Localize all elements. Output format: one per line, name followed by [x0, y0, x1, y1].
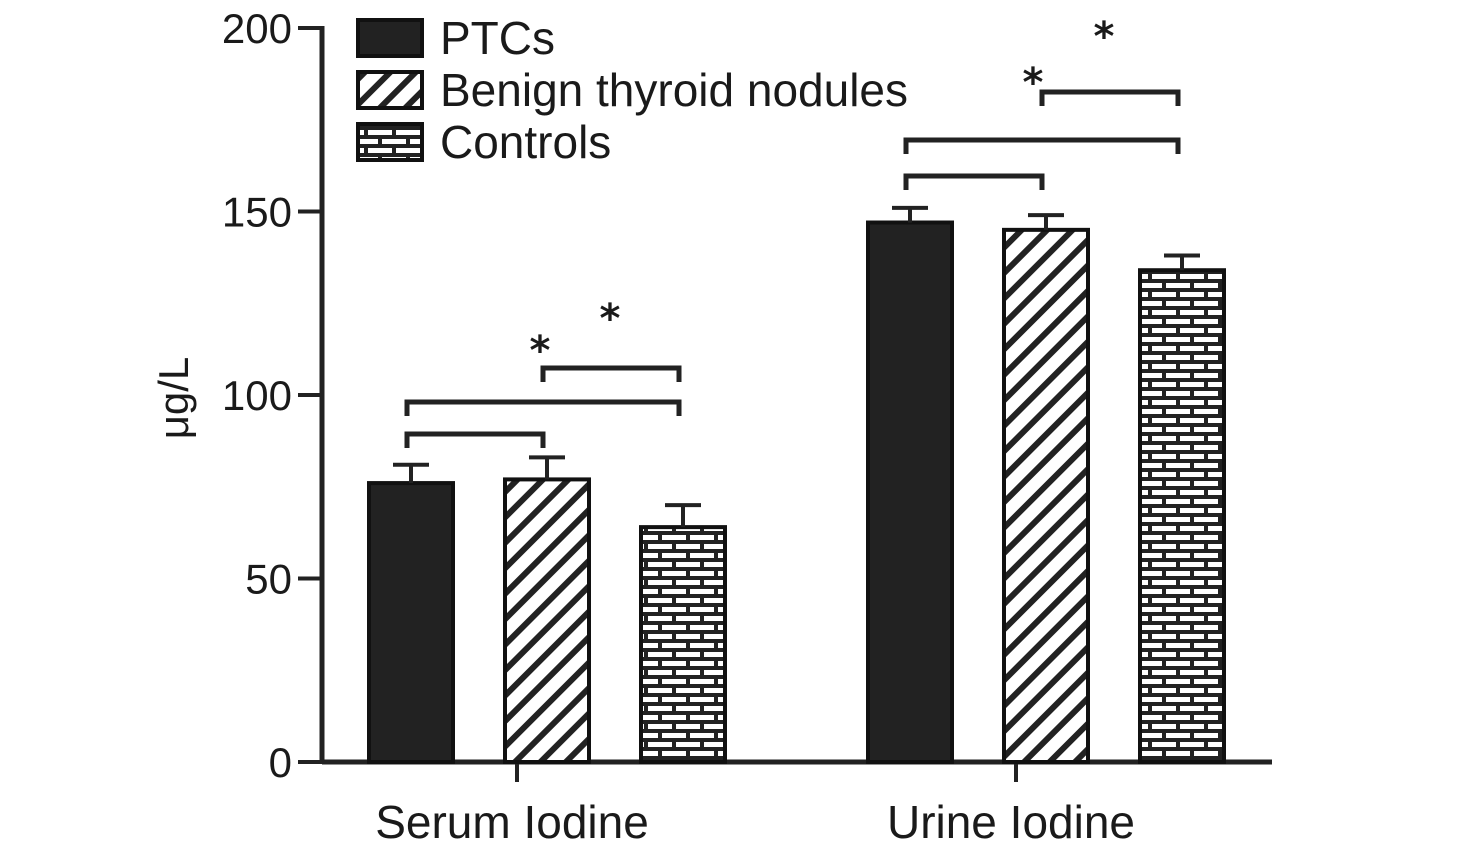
legend-swatch-3: [356, 122, 424, 162]
significance-star: *: [1094, 14, 1115, 60]
y-tick-label: 100: [222, 372, 292, 419]
significance-star: *: [530, 328, 551, 374]
y-tick-label: 150: [222, 189, 292, 236]
significance-star: *: [600, 296, 621, 342]
y-tick-label: 50: [245, 556, 292, 603]
y-tick-label: 200: [222, 5, 292, 52]
significance-bracket: [903, 173, 1045, 190]
bar-1-1: [367, 481, 455, 764]
bar-1-2: [866, 220, 954, 764]
x-axis: Serum Iodine Urine Iodine: [322, 759, 1272, 848]
bar-3-2: [1138, 268, 1226, 764]
bar-2-2: [1002, 227, 1090, 765]
y-tick-label: 0: [269, 739, 292, 786]
legend-swatch-1: [356, 18, 424, 58]
y-axis: 0 50 100 150 200: [222, 5, 325, 786]
significance-bracket: [903, 137, 1181, 154]
significance-star: *: [1023, 60, 1044, 106]
bar-3-1: [639, 525, 727, 764]
significance-bracket: [540, 365, 682, 382]
significance-bracket: [1039, 89, 1181, 106]
bar-group: [367, 205, 1226, 765]
x-category-label: Serum Iodine: [375, 796, 649, 848]
bar-2-1: [503, 477, 591, 764]
legend-label-3: Controls: [440, 116, 611, 168]
legend-label-1: PTCs: [440, 12, 555, 64]
y-axis-label: μg/L: [150, 357, 197, 440]
legend-swatch-2: [356, 70, 424, 110]
x-category-label: Urine Iodine: [887, 796, 1135, 848]
significance-bracket: [404, 431, 546, 448]
legend-label-2: Benign thyroid nodules: [440, 64, 908, 116]
significance-bracket: [404, 399, 682, 416]
significance-brackets: * * * *: [404, 14, 1181, 448]
